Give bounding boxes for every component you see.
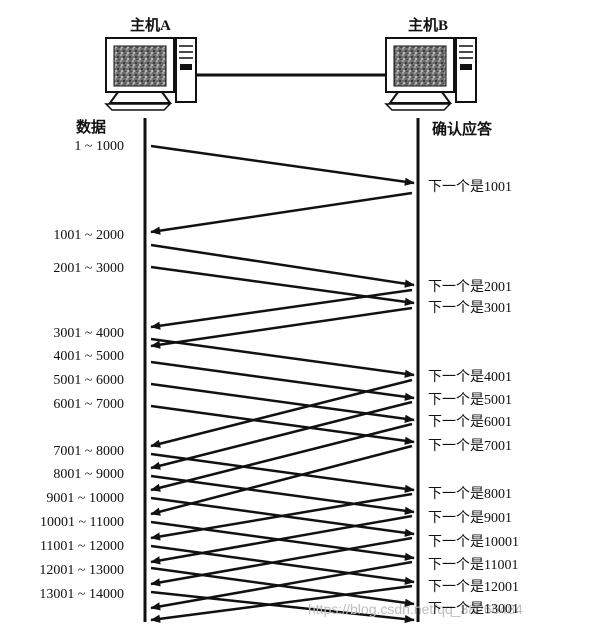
data-segment-label: 12001 ~ 13000 bbox=[39, 563, 124, 578]
host-b-label: 主机B bbox=[408, 18, 449, 34]
data-arrow bbox=[150, 265, 415, 306]
data-arrow bbox=[150, 474, 415, 515]
ack-arrow bbox=[150, 492, 413, 541]
data-segment-label: 4001 ~ 5000 bbox=[53, 349, 124, 364]
ack-arrow bbox=[150, 306, 413, 349]
data-arrow bbox=[150, 144, 415, 186]
ack-arrow bbox=[150, 400, 413, 470]
data-segment-label: 1001 ~ 2000 bbox=[53, 228, 124, 243]
data-segment-label: 6001 ~ 7000 bbox=[53, 397, 124, 412]
data-arrow bbox=[150, 243, 415, 288]
data-arrow bbox=[150, 404, 415, 445]
host-b-computer-icon bbox=[384, 37, 477, 111]
data-segment-label: 8001 ~ 9000 bbox=[53, 467, 124, 482]
ack-column-header: 确认应答 bbox=[432, 122, 493, 138]
ack-label: 下一个是13001 bbox=[428, 602, 519, 617]
ack-label: 下一个是2001 bbox=[428, 280, 512, 295]
data-segment-label: 1 ~ 1000 bbox=[74, 139, 124, 154]
data-segment-label: 5001 ~ 6000 bbox=[53, 373, 124, 388]
ack-label: 下一个是9001 bbox=[428, 511, 512, 526]
ack-arrow bbox=[150, 560, 413, 611]
ack-arrow bbox=[150, 288, 413, 330]
ack-arrow bbox=[150, 422, 413, 492]
ack-label: 下一个是1001 bbox=[428, 180, 512, 195]
ack-label: 下一个是8001 bbox=[428, 487, 512, 502]
ack-label: 下一个是11001 bbox=[428, 558, 519, 573]
data-arrow bbox=[150, 360, 415, 401]
ack-arrow bbox=[150, 536, 413, 587]
data-segment-label: 13001 ~ 14000 bbox=[39, 587, 124, 602]
ack-arrow bbox=[150, 514, 413, 565]
data-arrow bbox=[150, 452, 415, 493]
ack-arrow bbox=[150, 584, 413, 623]
ack-label: 下一个是10001 bbox=[428, 535, 519, 550]
ack-label: 下一个是7001 bbox=[428, 439, 512, 454]
data-arrow bbox=[150, 337, 415, 378]
data-segment-label: 10001 ~ 11000 bbox=[39, 515, 124, 530]
data-segment-label: 7001 ~ 8000 bbox=[53, 444, 124, 459]
watermark: https://blog.csdn.net/qq_38266484 bbox=[308, 601, 523, 617]
data-arrows bbox=[150, 144, 415, 624]
data-arrow bbox=[150, 590, 415, 624]
host-a-label: 主机A bbox=[130, 18, 171, 34]
data-arrow bbox=[150, 544, 415, 585]
ack-label: 下一个是12001 bbox=[428, 580, 519, 595]
ack-arrow bbox=[150, 191, 413, 235]
data-segment-label: 3001 ~ 4000 bbox=[53, 326, 124, 341]
ack-arrow bbox=[150, 378, 413, 448]
ack-label: 下一个是6001 bbox=[428, 415, 512, 430]
data-column-header: 数据 bbox=[76, 120, 107, 136]
ack-label: 下一个是5001 bbox=[428, 393, 512, 408]
host-a-computer-icon bbox=[104, 37, 197, 111]
ack-arrows bbox=[150, 191, 413, 623]
ack-arrow bbox=[150, 444, 413, 516]
ack-label: 下一个是3001 bbox=[428, 301, 512, 316]
ack-label: 下一个是4001 bbox=[428, 370, 512, 385]
data-arrow bbox=[150, 382, 415, 423]
data-segment-label: 11001 ~ 12000 bbox=[39, 539, 124, 554]
data-segment-label: 2001 ~ 3000 bbox=[53, 261, 124, 276]
data-segment-label: 9001 ~ 10000 bbox=[46, 491, 124, 506]
